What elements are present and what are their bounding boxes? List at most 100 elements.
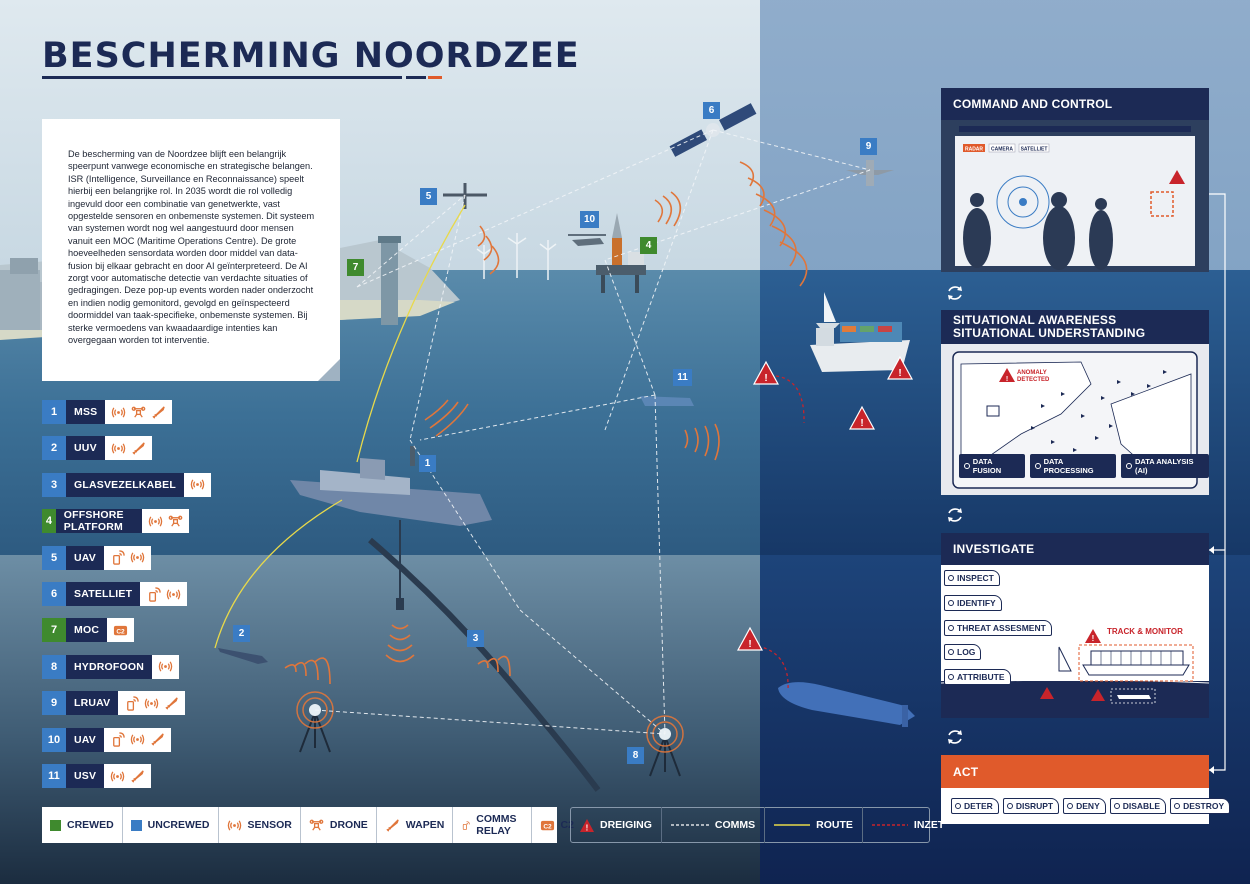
drone-icon — [168, 515, 183, 527]
c2-icon: C2 — [540, 820, 554, 830]
legend-item-name: MSS — [66, 400, 106, 424]
comms-relay-icon — [113, 550, 125, 565]
deploy-line-swatch — [871, 824, 908, 826]
intro-box: De bescherming van de Noordzee blijft ee… — [42, 119, 340, 381]
legend-item-name: USV — [66, 764, 105, 788]
key-drone: DRONE — [301, 807, 377, 843]
legend-item-name: LRUAV — [66, 691, 119, 716]
scene-tag-hydrophone: 8 — [627, 747, 644, 764]
legend-item-capabilities — [152, 654, 180, 679]
legend-item-capabilities — [104, 764, 152, 788]
scene-tag-satellite: 6 — [703, 102, 720, 119]
legend-item-capabilities — [183, 472, 211, 497]
step-dot-icon — [948, 575, 954, 581]
sensor-icon — [158, 661, 173, 672]
legend-item-number: 1 — [42, 400, 66, 424]
act-step: DISRUPT — [1002, 798, 1060, 814]
svg-text:!: ! — [1006, 376, 1008, 383]
investigate-step-label: INSPECT — [957, 573, 994, 583]
chip-dot-icon — [1034, 463, 1041, 469]
intro-text: De bescherming van de Noordzee blijft ee… — [68, 149, 315, 346]
act-step: DISABLE — [1109, 798, 1167, 814]
weapon-icon — [151, 733, 164, 746]
screen-tab-camera: CAMERA — [991, 147, 1013, 153]
step-dot-icon — [948, 624, 954, 631]
legend-item-number: 10 — [42, 727, 66, 752]
legend-item-name: OFFSHORE PLATFORM — [55, 509, 142, 534]
step-dot-icon — [1067, 803, 1074, 809]
key-sensor: SENSOR — [219, 807, 301, 843]
key-threat: !DREIGING — [571, 807, 662, 843]
cycle-arrows-icon — [948, 508, 962, 522]
act-step-label: DISRUPT — [1015, 801, 1054, 811]
legend-item-capabilities — [104, 727, 171, 752]
key-comms-relay-label: COMMS RELAY — [476, 813, 517, 837]
legend-item-capabilities — [118, 691, 186, 716]
key-sensor-label: SENSOR — [247, 819, 292, 831]
drone-icon — [132, 406, 146, 418]
weapon-icon — [165, 697, 179, 710]
title-underline-segment — [406, 76, 426, 79]
scene-tag-uuv: 2 — [233, 625, 250, 642]
chip-dot-icon — [964, 463, 970, 469]
scene-tag-fiber-cable: 3 — [467, 630, 484, 647]
legend-item-name: SATELLIET — [66, 582, 141, 606]
legend-item-number: 6 — [42, 582, 66, 606]
title-underline — [42, 76, 402, 79]
data-processing-label: DATA PROCESSING — [1043, 457, 1094, 475]
data-fusion-chip: DATA FUSION — [959, 454, 1025, 478]
situational-awareness-panel: SITUATIONAL AWARENESS SITUATIONAL UNDERS… — [941, 310, 1209, 495]
legend-item-capabilities — [105, 400, 173, 424]
act-panel-title: ACT — [941, 755, 1209, 788]
key-uncrewed: UNCREWED — [123, 807, 219, 843]
key-comms: COMMS — [662, 807, 766, 843]
legend-item-number: 4 — [42, 509, 56, 534]
legend-item-name: GLASVEZELKABEL — [66, 472, 184, 497]
comms-relay-icon — [149, 586, 161, 602]
screen-tab-satellite: SATELLIET — [1021, 147, 1048, 153]
sensor-icon — [145, 698, 159, 709]
track-monitor-label: TRACK & MONITOR — [1107, 627, 1183, 636]
act-step-label: DISABLE — [1122, 801, 1161, 811]
svg-text:C2: C2 — [543, 823, 552, 830]
sensor-icon — [148, 516, 163, 527]
act-step: DESTROY — [1170, 798, 1231, 814]
sensor-icon — [130, 734, 145, 745]
c2-icon: C2 — [114, 625, 128, 635]
screen-tab-radar: RADAR — [965, 147, 983, 153]
legend-item-name: MOC — [66, 618, 108, 643]
legend-item-number: 5 — [42, 545, 66, 570]
sensor-icon — [111, 443, 126, 454]
svg-text:!: ! — [898, 368, 901, 379]
key-drone-label: DRONE — [329, 819, 368, 831]
data-analysis-label: DATA ANALYSIS (AI) — [1134, 457, 1194, 475]
comms-relay-icon — [113, 732, 125, 747]
sensor-icon — [190, 479, 205, 490]
legend-item-capabilities — [104, 436, 152, 461]
key-crewed: CREWED — [42, 807, 123, 843]
legend-item-capabilities — [104, 545, 151, 570]
investigate-step: THREAT ASSESMENT — [944, 619, 1052, 636]
act-step: DENY — [1063, 798, 1106, 814]
legend-item-capabilities — [141, 509, 189, 534]
weapon-icon — [132, 442, 145, 455]
comms-relay-icon — [127, 695, 140, 711]
drone-icon — [309, 819, 324, 831]
sensor-icon — [110, 770, 125, 782]
sa-title-line1: SITUATIONAL AWARENESS — [953, 313, 1117, 327]
process-loop-line — [1209, 193, 1226, 774]
step-dot-icon — [948, 674, 954, 681]
investigate-step-label: ATTRIBUTE — [957, 672, 1005, 683]
type-key: CREWED UNCREWED SENSOR DRONE WAPEN COMMS… — [42, 807, 574, 843]
key-comms-label: COMMS — [714, 819, 756, 831]
key-deploy-label: INZET — [913, 819, 945, 831]
scene-tag-moc: 7 — [347, 259, 364, 276]
